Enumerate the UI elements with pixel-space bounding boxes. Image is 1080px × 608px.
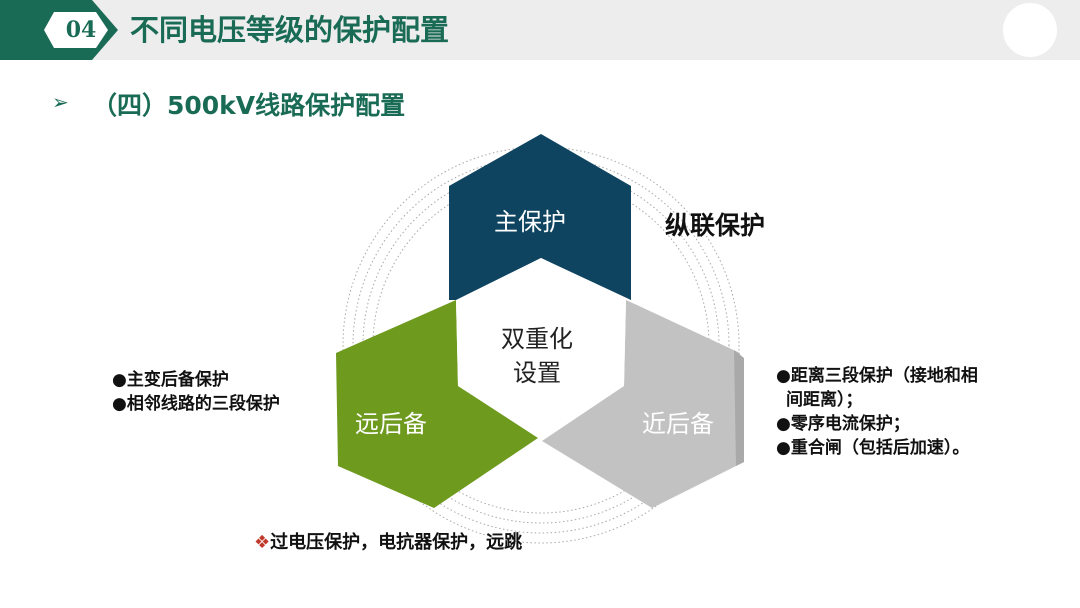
right-annotation-list: ●距离三段保护（接地和相 间距离）； ●零序电流保护； ●重合闸（包括后加速）。	[776, 364, 978, 460]
right-segment-label: 近后备	[642, 410, 714, 438]
right-annotation-item: ●距离三段保护（接地和相	[776, 366, 978, 386]
left-segment-label: 远后备	[355, 410, 427, 438]
center-label-line1: 双重化	[501, 325, 573, 353]
page-title: 不同电压等级的保护配置	[130, 13, 450, 47]
right-annotation-item: ●零序电流保护；	[776, 414, 910, 434]
section-number: 04	[65, 17, 97, 43]
left-segment	[336, 300, 538, 508]
right-segment	[542, 300, 744, 508]
bottom-annotation: ❖过电压保护，电抗器保护，远跳	[254, 528, 522, 554]
diamond-bullet-icon: ❖	[254, 532, 271, 553]
top-annotation: 纵联保护	[665, 211, 766, 240]
right-annotation-item: ●重合闸（包括后加速）。	[776, 438, 970, 458]
logo-circle	[1003, 3, 1057, 57]
section-badge	[0, 0, 118, 60]
header-bar	[0, 0, 1080, 60]
left-annotation-item: ●相邻线路的三段保护	[112, 394, 280, 414]
bullet-arrow-icon: ➢	[52, 90, 69, 114]
center-label: 双重化 设置	[478, 322, 596, 390]
bottom-annotation-text: 过电压保护，电抗器保护，远跳	[270, 532, 523, 553]
section-subtitle: （四）500kV线路保护配置	[92, 91, 406, 120]
right-annotation-item: 间距离）；	[786, 390, 863, 410]
left-annotation-list: ●主变后备保护 ●相邻线路的三段保护	[112, 368, 280, 416]
center-hexagon	[456, 258, 626, 438]
top-segment-label: 主保护	[494, 208, 566, 236]
center-label-line2: 设置	[513, 359, 561, 387]
left-annotation-item: ●主变后备保护	[112, 370, 229, 390]
top-segment	[449, 134, 631, 300]
